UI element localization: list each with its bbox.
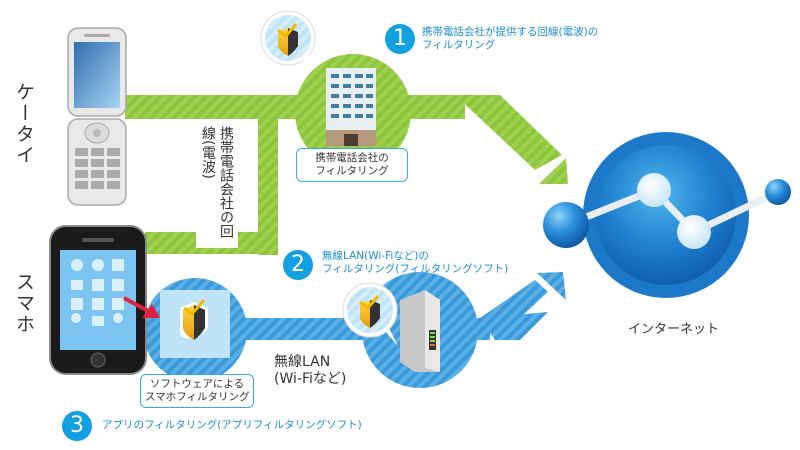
note-1-line2: フィルタリング xyxy=(422,39,496,51)
note-2-line1: 無線LAN(Wi-Fiなど)の xyxy=(322,250,429,262)
note-2-text: 無線LAN(Wi-Fiなど)の フィルタリング(フィルタリングソフト) xyxy=(322,250,508,276)
feature-phone-icon xyxy=(67,27,127,206)
smartphone-label: スマホ xyxy=(13,272,35,335)
carrier-line-label: 携帯電話会社の回線(電波) xyxy=(196,122,238,248)
carrier-filtering-box: 携帯電話会社の フィルタリング xyxy=(296,148,408,182)
note-2-badge: 2 xyxy=(283,250,313,280)
note-3-line1: アプリのフィルタリング(アプリフィルタリングソフト) xyxy=(102,419,362,431)
note-3-text: アプリのフィルタリング(アプリフィルタリングソフト) xyxy=(102,419,362,432)
note-2-line2: フィルタリング(フィルタリングソフト) xyxy=(322,263,509,275)
software-box-line1: ソフトウェアによる xyxy=(149,378,245,390)
internet-label: インターネット xyxy=(628,322,720,337)
wifi-router-icon xyxy=(400,290,440,372)
install-arrow-icon xyxy=(123,296,160,318)
smartphone-icon xyxy=(49,225,147,375)
note-3-badge: 3 xyxy=(62,411,92,441)
wifi-label: 無線LAN (Wi-Fiなど) xyxy=(274,354,346,388)
wifi-label-line2: (Wi-Fiなど) xyxy=(274,371,347,387)
feature-phone-label: ケータイ xyxy=(13,82,35,166)
filter-shield-bubble-wifi xyxy=(342,282,398,346)
internet-globe-icon xyxy=(543,132,791,298)
software-filter-icon xyxy=(160,290,230,358)
note-1-line1: 携帯電話会社が提供する回線(電波)の xyxy=(422,26,599,38)
software-box-line2: スマホフィルタリング xyxy=(145,391,250,403)
software-filtering-box: ソフトウェアによる スマホフィルタリング xyxy=(140,374,254,408)
note-1-badge: 1 xyxy=(385,24,415,54)
wifi-label-line1: 無線LAN xyxy=(274,354,331,370)
carrier-line-label-line2: 回線(電波) xyxy=(200,126,234,238)
carrier-box-line2: フィルタリング xyxy=(315,165,389,177)
note-1-text: 携帯電話会社が提供する回線(電波)の フィルタリング xyxy=(422,26,598,52)
carrier-line-label-line1: 携帯電話会社の xyxy=(218,126,234,224)
carrier-box-line1: 携帯電話会社の xyxy=(315,152,389,164)
filter-shield-bubble-carrier xyxy=(260,10,318,68)
carrier-building-icon xyxy=(326,68,376,146)
